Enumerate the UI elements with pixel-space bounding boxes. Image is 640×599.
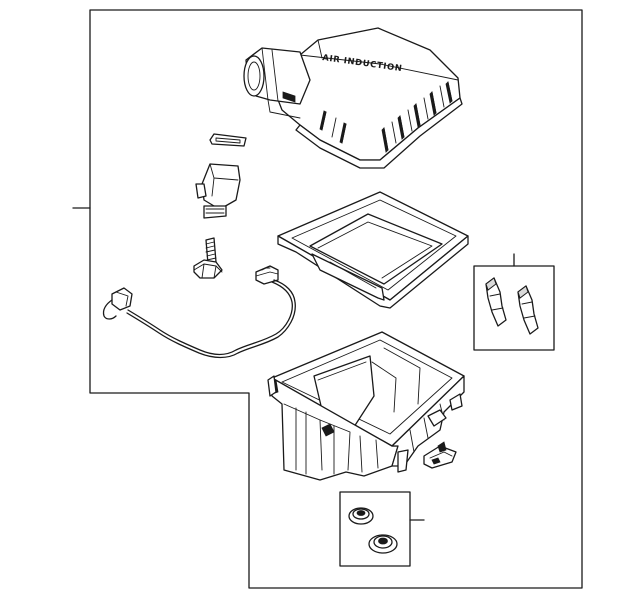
retaining-clip [517,285,539,335]
grommets-group [339,491,425,567]
air-cleaner-lower-housing [267,331,465,481]
wiring-harness [102,265,296,359]
grommet [368,534,398,554]
retaining-clips-group [473,253,555,351]
mass-air-flow-sensor [195,163,241,219]
sensor-seal [209,133,247,147]
retaining-clip [485,277,507,327]
housing-bracket [423,441,457,469]
mounting-bolt [193,237,223,279]
grommet [348,507,374,525]
air-filter-element [277,191,469,309]
air-induction-cover: AIR INDUCTION [243,27,463,169]
diagram-frame [89,9,583,589]
